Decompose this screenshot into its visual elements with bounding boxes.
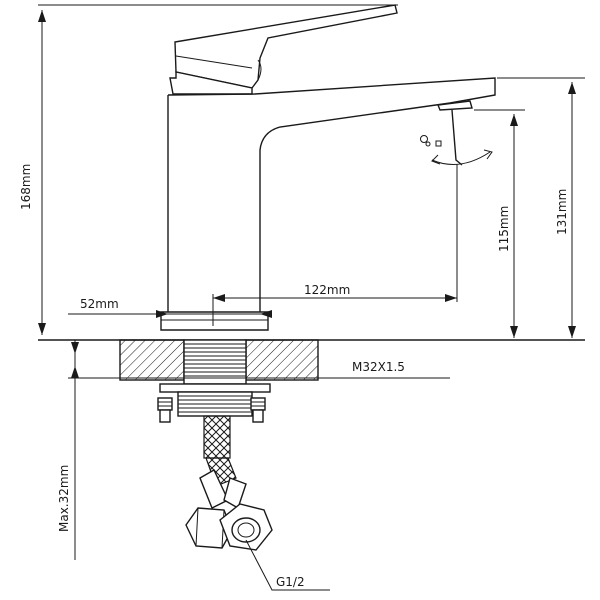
label-115mm: 115mm xyxy=(497,206,511,252)
dim-spout-clearance: 115mm xyxy=(474,109,525,338)
lever-handle xyxy=(174,4,398,89)
hex-nut-right xyxy=(219,503,273,551)
callout-thread: M32X1.5 xyxy=(68,360,450,379)
label-131mm: 131mm xyxy=(555,189,569,235)
label-m32x15: M32X1.5 xyxy=(352,360,405,374)
dim-spout-height: 131mm xyxy=(497,77,585,338)
dim-total-height: 168mm xyxy=(19,4,398,335)
label-52mm: 52mm xyxy=(80,297,119,311)
swivel-symbol xyxy=(420,109,493,166)
dim-max-thickness: Max.32mm xyxy=(57,340,79,560)
countertop-section xyxy=(38,339,585,381)
label-168mm: 168mm xyxy=(19,164,33,210)
label-122mm: 122mm xyxy=(304,283,350,297)
braided-hose xyxy=(199,415,247,510)
faucet-body xyxy=(160,71,496,331)
dim-body-width: 52mm xyxy=(68,297,272,318)
threaded-stud xyxy=(157,339,271,423)
label-g12: G1/2 xyxy=(276,575,305,589)
label-max32mm: Max.32mm xyxy=(57,465,71,532)
dim-spout-reach: 122mm xyxy=(212,164,458,326)
callout-hose-thread: G1/2 xyxy=(245,539,330,591)
